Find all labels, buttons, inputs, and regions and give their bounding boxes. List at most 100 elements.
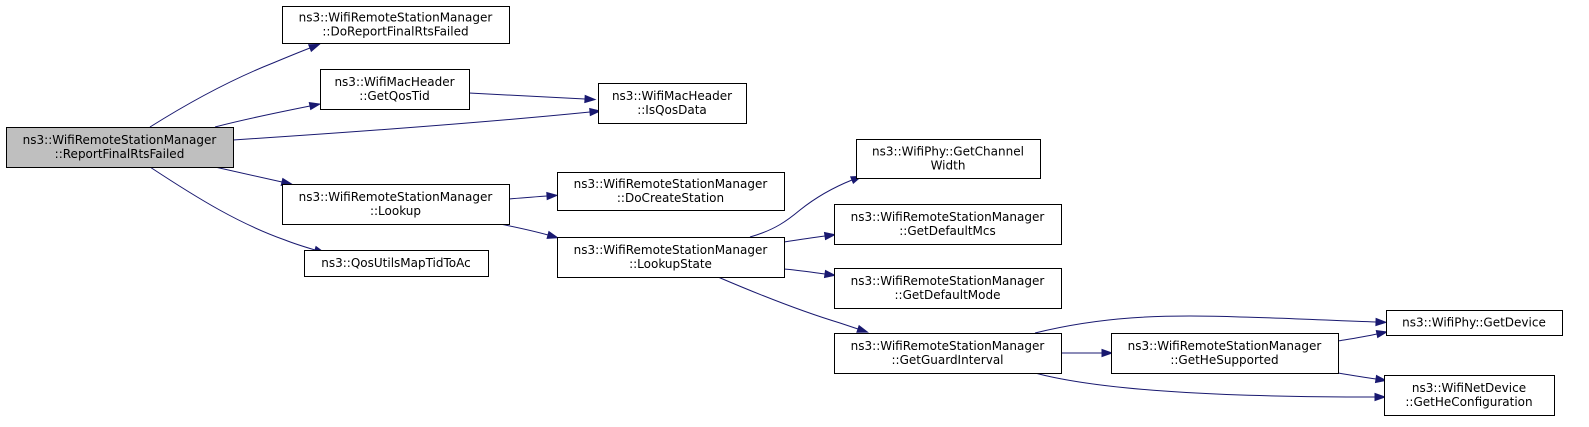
node-label-line: ::GetHeConfiguration bbox=[1405, 395, 1532, 409]
node-label-line: ::Lookup bbox=[370, 204, 421, 218]
arrowhead-icon bbox=[1375, 330, 1389, 339]
node-box bbox=[834, 268, 1062, 309]
node-box bbox=[282, 184, 510, 225]
node-lookup[interactable]: ns3::WifiRemoteStationManager::Lookup bbox=[282, 184, 510, 225]
node-box bbox=[320, 69, 470, 110]
node-label-line: ns3::WifiMacHeader bbox=[334, 75, 454, 89]
node-box bbox=[834, 204, 1062, 245]
arrowhead-icon bbox=[546, 230, 560, 239]
edge-lookupstate-to-defmode bbox=[783, 268, 837, 279]
arrowhead-icon bbox=[1374, 392, 1387, 402]
node-label-line: ns3::WifiRemoteStationManager bbox=[851, 339, 1045, 353]
node-defmode[interactable]: ns3::WifiRemoteStationManager::GetDefaul… bbox=[834, 268, 1062, 309]
node-label-line: ::DoReportFinalRtsFailed bbox=[322, 25, 468, 39]
node-lookupstate[interactable]: ns3::WifiRemoteStationManager::LookupSta… bbox=[557, 237, 785, 278]
arrowhead-icon bbox=[584, 94, 597, 104]
edge-report-to-doreport bbox=[149, 43, 321, 128]
node-label-line: ::GetDefaultMode bbox=[894, 288, 1000, 302]
edge-guard-to-heconf bbox=[1034, 372, 1387, 402]
edge-hesupp-to-getdevice bbox=[1337, 330, 1389, 342]
node-box bbox=[834, 333, 1062, 374]
node-docreate[interactable]: ns3::WifiRemoteStationManager::DoCreateS… bbox=[557, 172, 785, 211]
edge-report-to-getqostid bbox=[214, 102, 322, 128]
node-label-line: ::DoCreateStation bbox=[617, 191, 724, 205]
edge-line bbox=[468, 92, 586, 100]
node-defmcs[interactable]: ns3::WifiRemoteStationManager::GetDefaul… bbox=[834, 204, 1062, 245]
arrowhead-icon bbox=[1101, 348, 1114, 358]
node-heconf[interactable]: ns3::WifiNetDevice::GetHeConfiguration bbox=[1384, 375, 1555, 416]
node-label-line: ::GetHeSupported bbox=[1170, 353, 1278, 367]
node-box bbox=[1384, 375, 1555, 416]
node-label-line: ::LookupState bbox=[629, 257, 712, 271]
edge-line bbox=[1337, 333, 1378, 342]
edge-line bbox=[499, 223, 549, 236]
arrowhead-icon bbox=[856, 324, 869, 333]
edge-getqostid-to-isqosdata bbox=[468, 92, 597, 104]
node-label-line: ns3::QosUtilsMapTidToAc bbox=[321, 256, 471, 270]
edge-line bbox=[717, 276, 859, 330]
edge-line bbox=[149, 47, 311, 128]
edge-line bbox=[149, 166, 316, 251]
node-doreport[interactable]: ns3::WifiRemoteStationManager::DoReportF… bbox=[282, 6, 510, 44]
edge-line bbox=[1034, 315, 1377, 334]
arrowhead-icon bbox=[307, 43, 321, 53]
edge-line bbox=[1034, 372, 1376, 398]
edge-line bbox=[783, 268, 826, 275]
edge-line bbox=[1337, 372, 1377, 380]
arrowhead-icon bbox=[546, 191, 559, 201]
edge-line bbox=[749, 179, 853, 238]
edge-lookup-to-lookupstate bbox=[499, 223, 560, 239]
arrowhead-icon bbox=[308, 102, 322, 111]
edge-guard-to-getdevice bbox=[1034, 315, 1388, 334]
edge-report-to-isqosdata bbox=[232, 107, 602, 141]
arrowhead-icon bbox=[1375, 317, 1388, 327]
edge-lookupstate-to-guard bbox=[717, 276, 869, 333]
node-label-line: ns3::WifiPhy::GetDevice bbox=[1402, 316, 1546, 330]
edge-line bbox=[214, 105, 311, 128]
node-label-line: ns3::WifiMacHeader bbox=[612, 89, 732, 103]
node-box bbox=[557, 237, 785, 278]
node-label-line: ns3::WifiRemoteStationManager bbox=[851, 274, 1045, 288]
node-isqosdata[interactable]: ns3::WifiMacHeader::IsQosData bbox=[598, 83, 747, 124]
node-label-line: ns3::WifiRemoteStationManager bbox=[299, 190, 493, 204]
node-label-line: Width bbox=[931, 159, 966, 173]
node-box bbox=[598, 83, 747, 124]
arrowhead-icon bbox=[589, 107, 602, 117]
edge-line bbox=[232, 111, 591, 141]
arrowhead-icon bbox=[823, 231, 837, 241]
node-label-line: ns3::WifiRemoteStationManager bbox=[23, 133, 217, 147]
node-label-line: ns3::WifiRemoteStationManager bbox=[1128, 339, 1322, 353]
edges-layer bbox=[149, 43, 1389, 402]
node-guard[interactable]: ns3::WifiRemoteStationManager::GetGuardI… bbox=[834, 333, 1062, 374]
node-box bbox=[6, 127, 234, 168]
arrowhead-icon bbox=[1374, 374, 1388, 384]
edge-lookup-to-docreate bbox=[508, 191, 559, 201]
node-report[interactable]: ns3::WifiRemoteStationManager::ReportFin… bbox=[6, 127, 234, 168]
node-label-line: ns3::WifiNetDevice bbox=[1412, 381, 1526, 395]
node-qosutils[interactable]: ns3::QosUtilsMapTidToAc bbox=[304, 250, 489, 277]
node-label-line: ::IsQosData bbox=[637, 103, 707, 117]
edge-hesupp-to-heconf bbox=[1337, 372, 1388, 384]
arrowhead-icon bbox=[823, 269, 837, 279]
node-label-line: ::GetDefaultMcs bbox=[899, 224, 996, 238]
node-getdevice[interactable]: ns3::WifiPhy::GetDevice bbox=[1386, 310, 1563, 336]
edge-line bbox=[783, 235, 826, 243]
edge-line bbox=[214, 166, 283, 183]
node-box bbox=[856, 139, 1041, 179]
node-label-line: ns3::WifiRemoteStationManager bbox=[574, 243, 768, 257]
node-label-line: ns3::WifiRemoteStationManager bbox=[851, 210, 1045, 224]
node-hesupp[interactable]: ns3::WifiRemoteStationManager::GetHeSupp… bbox=[1111, 333, 1339, 374]
node-label-line: ::GetQosTid bbox=[359, 89, 429, 103]
node-label-line: ::ReportFinalRtsFailed bbox=[55, 147, 185, 161]
edge-guard-to-hesupp bbox=[1061, 348, 1114, 358]
edge-lookupstate-to-defmcs bbox=[783, 231, 837, 243]
node-getqostid[interactable]: ns3::WifiMacHeader::GetQosTid bbox=[320, 69, 470, 110]
node-box bbox=[282, 6, 510, 44]
edge-report-to-lookup bbox=[214, 166, 294, 186]
node-box bbox=[557, 172, 785, 211]
nodes-layer: ns3::WifiRemoteStationManager::ReportFin… bbox=[6, 6, 1563, 416]
edge-line bbox=[508, 195, 548, 200]
node-label-line: ::GetGuardInterval bbox=[891, 353, 1003, 367]
